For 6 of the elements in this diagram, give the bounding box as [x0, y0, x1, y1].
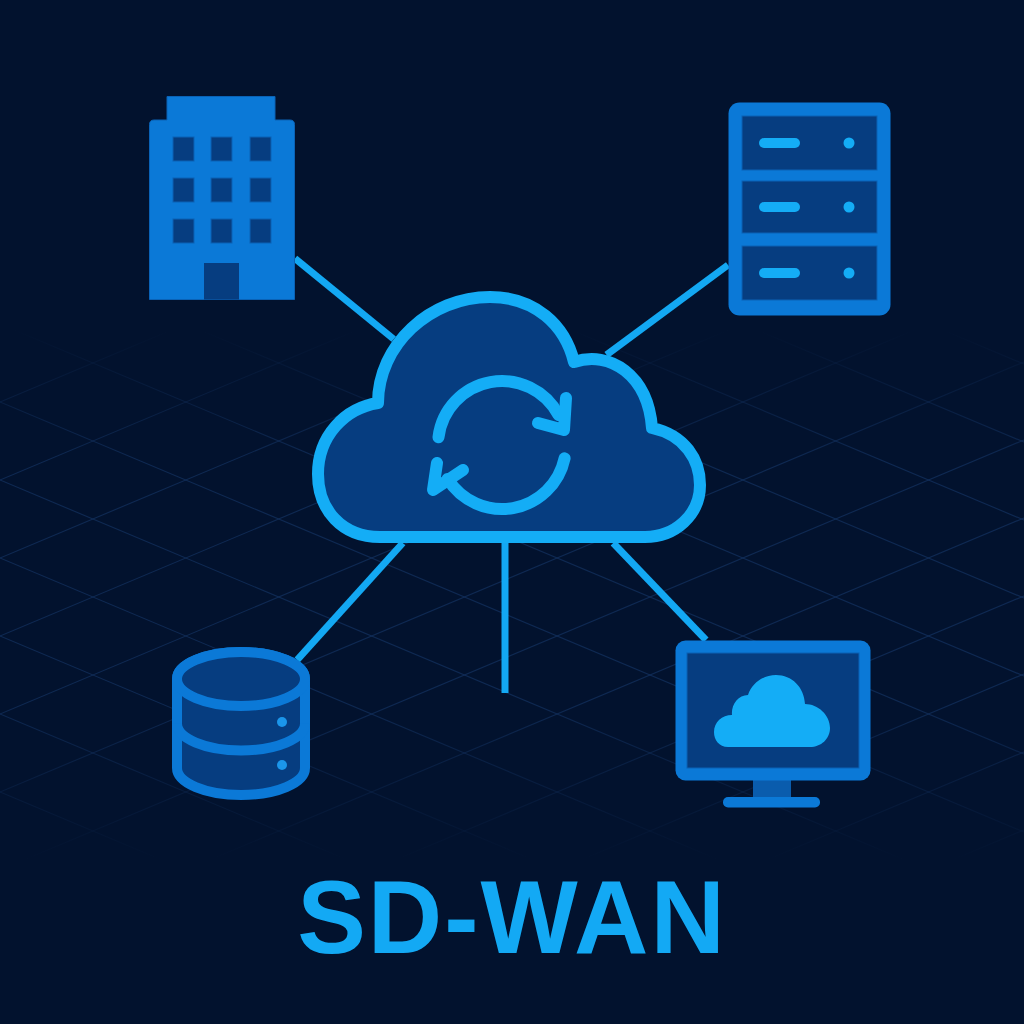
cloud-shape [312, 290, 706, 543]
server-rack-icon [728, 102, 891, 316]
database-cylinder [172, 645, 310, 800]
monitor-icon [675, 640, 871, 808]
building-icon [149, 96, 295, 300]
diagram-title: SD-WAN [296, 866, 728, 969]
